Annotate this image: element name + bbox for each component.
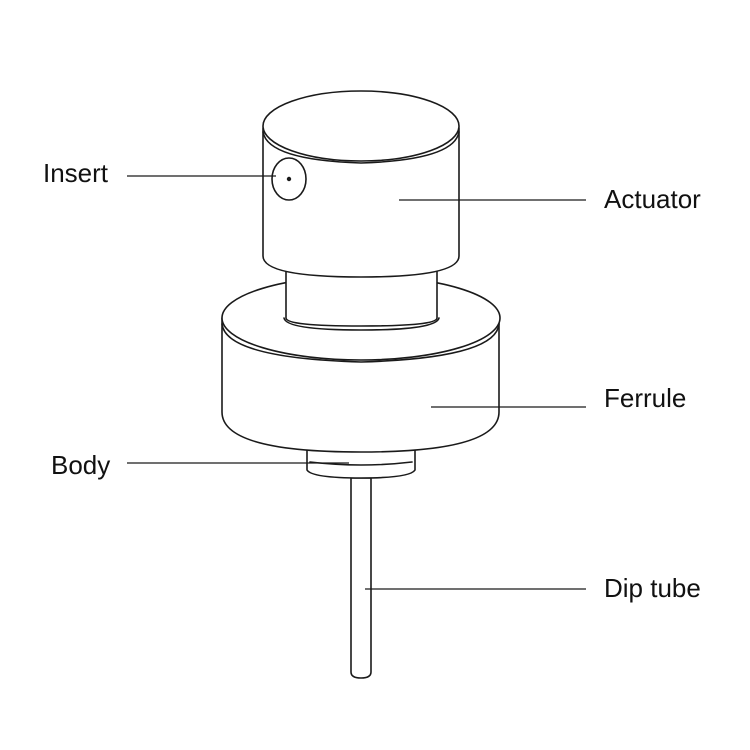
insert-label: Insert [43,158,109,188]
actuator-part [262,90,460,278]
dip-tube-label: Dip tube [604,573,701,603]
actuator-stem [283,261,440,331]
actuator-label: Actuator [604,184,701,214]
body-label: Body [51,450,110,480]
dip-tube [350,477,372,679]
insert-part [271,157,307,201]
ferrule-label: Ferrule [604,383,686,413]
